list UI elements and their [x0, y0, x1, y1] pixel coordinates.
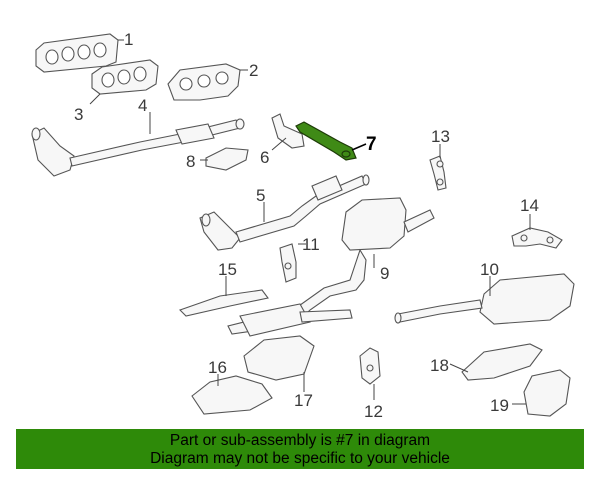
callout-15: 15 — [218, 260, 237, 279]
part-6-bracket[interactable] — [271, 113, 305, 149]
banner-line-2: Diagram may not be specific to your vehi… — [150, 450, 450, 467]
part-19-heat-shield[interactable] — [523, 369, 571, 417]
callout-1: 1 — [124, 30, 133, 49]
part-8-heat-shield[interactable] — [205, 147, 249, 171]
exhaust-parts-diagram: 1 2 3 4 5 6 7 8 9 10 11 12 13 14 15 16 1… — [31, 30, 575, 421]
part-5-intermediate-pipe[interactable] — [199, 174, 370, 251]
part-9-muffler-assembly[interactable] — [227, 197, 435, 337]
part-7-exhaust-hanger-highlighted[interactable] — [295, 121, 357, 161]
callout-2: 2 — [249, 61, 258, 80]
callout-7: 7 — [366, 134, 377, 155]
callout-6: 6 — [260, 148, 269, 167]
callout-18: 18 — [430, 356, 449, 375]
part-2-exhaust-manifold[interactable] — [167, 63, 241, 101]
part-14-hanger[interactable] — [511, 227, 563, 249]
part-13-hanger[interactable] — [429, 155, 447, 191]
part-3-manifold-gasket[interactable] — [91, 59, 159, 95]
callout-8: 8 — [186, 152, 195, 171]
callout-17: 17 — [294, 391, 313, 410]
part-1-manifold-gasket[interactable] — [35, 33, 119, 73]
callout-5: 5 — [256, 186, 265, 205]
part-12-hanger[interactable] — [359, 347, 381, 385]
notice-banner: Part or sub-assembly is #7 in diagram Di… — [16, 429, 584, 469]
part-15-heat-shield[interactable] — [178, 289, 269, 317]
part-10-rear-muffler[interactable] — [394, 273, 575, 325]
callout-13: 13 — [431, 127, 450, 146]
callout-11: 11 — [302, 235, 320, 254]
part-16-heat-shield[interactable] — [191, 375, 273, 415]
part-11-bracket[interactable] — [279, 243, 297, 283]
callout-16: 16 — [208, 358, 227, 377]
callout-14: 14 — [520, 196, 539, 215]
callout-4: 4 — [138, 96, 147, 115]
callout-19: 19 — [490, 396, 509, 415]
callout-12: 12 — [364, 402, 383, 421]
part-18-heat-shield[interactable] — [461, 343, 543, 381]
banner-line-1: Part or sub-assembly is #7 in diagram — [169, 432, 431, 449]
callout-3: 3 — [74, 105, 83, 124]
part-17-heat-shield[interactable] — [243, 335, 315, 381]
callout-9: 9 — [380, 264, 389, 283]
part-4-front-pipe-converter[interactable] — [31, 118, 245, 177]
callout-10: 10 — [480, 260, 499, 279]
